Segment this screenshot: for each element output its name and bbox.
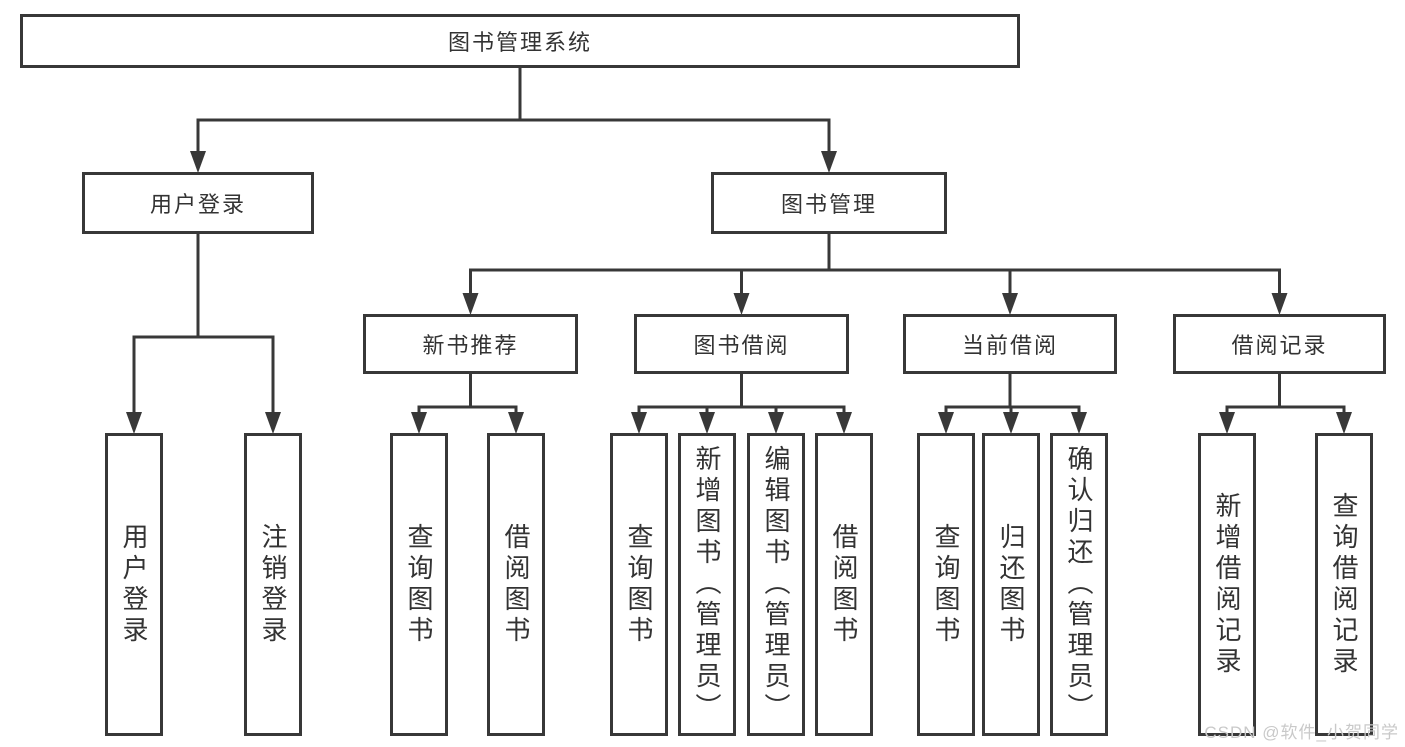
node-new-rec: 新书推荐	[363, 314, 578, 374]
node-cb-return-book: 归还图书	[982, 433, 1040, 736]
arrowhead	[733, 293, 750, 315]
node-label: 新增图书（管理员）	[692, 445, 722, 724]
node-bb-edit-book: 编辑图书（管理员）	[747, 433, 805, 736]
node-label: 查询图书	[624, 522, 654, 647]
arrowhead	[836, 412, 852, 434]
arrowhead	[768, 412, 784, 434]
arrowhead	[508, 412, 524, 434]
arrowhead	[1271, 293, 1288, 315]
node-cb-query-book: 查询图书	[917, 433, 975, 736]
node-label: 编辑图书（管理员）	[761, 445, 791, 724]
arrowhead	[462, 293, 479, 315]
node-leaf-user-login: 用户登录	[105, 433, 163, 736]
node-bb-borrow-book: 借阅图书	[815, 433, 873, 736]
node-rec-query-book: 查询图书	[390, 433, 448, 736]
arrowhead	[126, 412, 142, 434]
node-book-mgmt: 图书管理	[711, 172, 947, 234]
arrowhead	[821, 151, 837, 173]
node-book-borrow: 图书借阅	[634, 314, 849, 374]
node-label: 当前借阅	[961, 333, 1058, 358]
node-label: 归还图书	[996, 522, 1026, 647]
node-label: 借阅图书	[501, 522, 531, 647]
node-current-borrow: 当前借阅	[903, 314, 1117, 374]
node-label: 查询借阅记录	[1329, 491, 1359, 678]
node-label: 新书推荐	[422, 333, 519, 358]
node-label: 确认归还（管理员）	[1064, 445, 1094, 724]
arrowhead	[938, 412, 954, 434]
arrowhead	[699, 412, 715, 434]
node-label: 新增借阅记录	[1212, 491, 1242, 678]
arrowhead	[265, 412, 281, 434]
node-label: 用户登录	[119, 522, 149, 647]
node-label: 图书管理	[780, 192, 877, 217]
node-borrow-records: 借阅记录	[1173, 314, 1386, 374]
arrowhead	[1003, 412, 1019, 434]
csdn-watermark: CSDN @软件_小贺同学	[1204, 723, 1399, 742]
arrowhead	[411, 412, 427, 434]
node-label: 图书借阅	[693, 333, 790, 358]
node-bb-add-book: 新增图书（管理员）	[678, 433, 736, 736]
node-label: 查询图书	[404, 522, 434, 647]
node-label: 借阅记录	[1231, 333, 1328, 358]
node-bb-query-book: 查询图书	[610, 433, 668, 736]
arrowhead	[1336, 412, 1352, 434]
arrowhead	[631, 412, 647, 434]
node-user-login: 用户登录	[82, 172, 314, 234]
node-br-query-record: 查询借阅记录	[1315, 433, 1373, 736]
node-br-add-record: 新增借阅记录	[1198, 433, 1256, 736]
arrowhead	[190, 151, 206, 173]
node-root: 图书管理系统	[20, 14, 1020, 68]
node-cb-confirm-return: 确认归还（管理员）	[1050, 433, 1108, 736]
node-leaf-logout: 注销登录	[244, 433, 302, 736]
arrowhead	[1002, 293, 1018, 315]
arrowhead	[1219, 412, 1235, 434]
node-label: 用户登录	[149, 192, 246, 217]
node-label: 查询图书	[931, 522, 961, 647]
arrowhead	[1071, 412, 1087, 434]
node-label: 图书管理系统	[447, 30, 592, 55]
node-rec-borrow-book: 借阅图书	[487, 433, 545, 736]
node-label: 注销登录	[258, 522, 288, 647]
node-label: 借阅图书	[829, 522, 859, 647]
